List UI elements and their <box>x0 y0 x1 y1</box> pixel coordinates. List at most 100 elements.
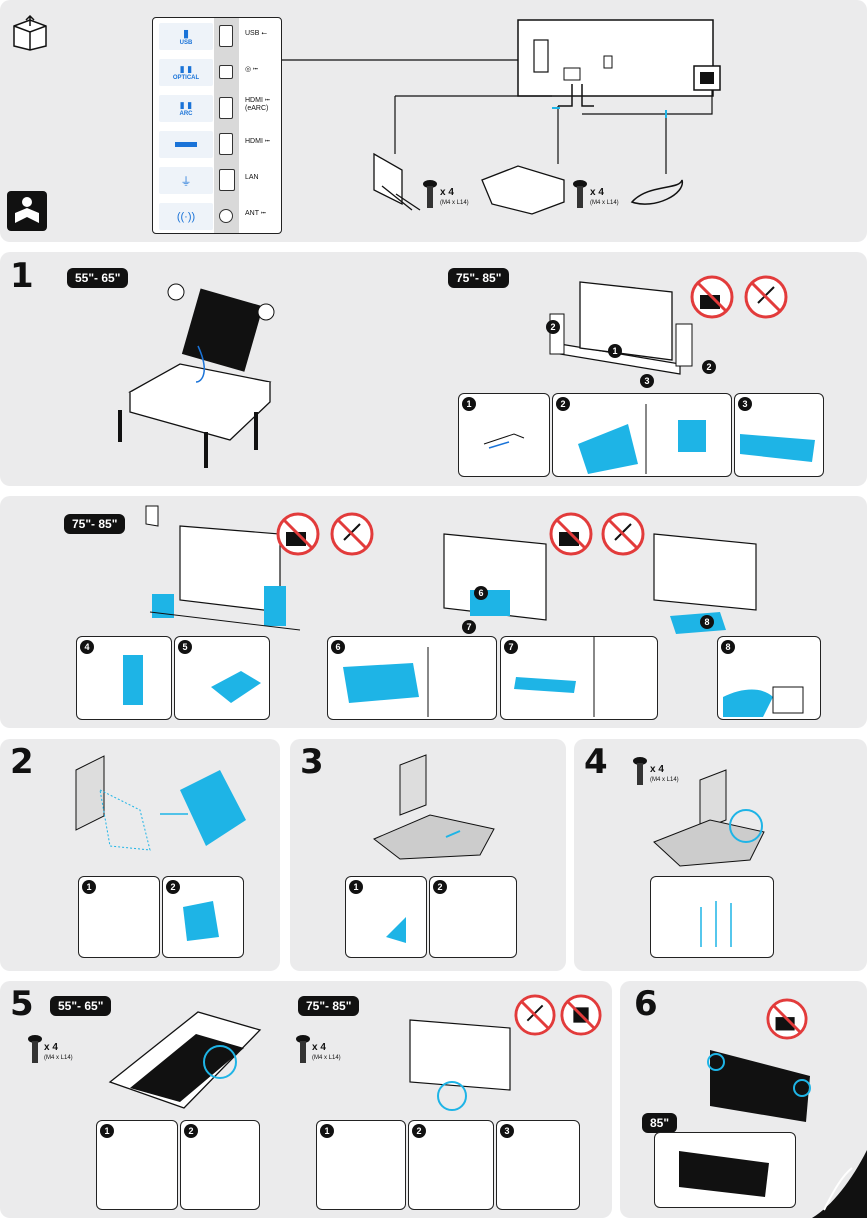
screw-count: x 4 <box>590 187 604 198</box>
screw-spec: (M4 x L14) <box>44 1055 73 1061</box>
no-press-screen-icon <box>601 512 645 556</box>
tv-stand-illustration <box>409 1019 511 1111</box>
tv-packaging-illustration <box>443 533 547 621</box>
no-press-screen-icon <box>514 994 556 1036</box>
screw-count: x 4 <box>312 1042 326 1053</box>
size-tag: 75"- 85" <box>298 996 360 1016</box>
size-tag: 75"- 85" <box>448 268 510 288</box>
no-lay-flat-icon <box>549 512 593 556</box>
step-number: 1 <box>10 256 34 296</box>
no-lift-wrong-icon <box>560 994 602 1036</box>
port-row-lan: ⏚ LAN <box>153 164 281 197</box>
callout-badge: 2 <box>556 397 570 411</box>
callout-badge: 2 <box>546 320 560 334</box>
tv-on-table-illustration <box>118 283 275 468</box>
callout-badge: 2 <box>166 880 180 894</box>
detail-box-step2-2 <box>162 876 244 958</box>
reading-manual-icon <box>7 191 47 231</box>
callout-badge: 3 <box>738 397 752 411</box>
size-tag: 55"- 65" <box>50 996 112 1016</box>
header-panel <box>0 0 867 242</box>
port-label: USB ⭠ <box>245 30 267 37</box>
usb-port-icon <box>219 25 233 47</box>
box-open-icon <box>13 14 47 51</box>
detail-box-2 <box>552 393 732 477</box>
screw-count: x 4 <box>650 764 664 775</box>
stand-screwed-illustration <box>653 769 765 867</box>
step-number: 5 <box>10 984 34 1024</box>
no-press-screen-icon <box>330 512 374 556</box>
port-row-hdmi-earc: ▮ ▮ARC HDMI ⭰ (eARC) <box>153 92 281 125</box>
no-lay-flat-icon <box>276 512 320 556</box>
packaging-removal-illustration <box>145 505 301 631</box>
lan-port-icon <box>219 169 235 191</box>
detail-box-step4 <box>650 876 774 958</box>
callout-badge: 6 <box>474 586 488 600</box>
optical-port-icon <box>219 65 233 79</box>
callout-badge: 2 <box>702 360 716 374</box>
callout-badge: 3 <box>500 1124 514 1138</box>
screw-icon <box>633 757 647 785</box>
callout-badge: 1 <box>462 397 476 411</box>
port-label: HDMI ⭰ <box>245 138 271 145</box>
callout-badge: 4 <box>80 640 94 654</box>
screw-spec: (M4 x L14) <box>312 1055 341 1061</box>
connection-diagram <box>282 19 721 215</box>
detail-box-7 <box>500 636 658 720</box>
port-row-hdmi: HDMI ⭰ <box>153 128 281 161</box>
screw-spec: (M4 x L14) <box>590 200 619 206</box>
detail-box-step6 <box>654 1132 796 1208</box>
callout-badge: 3 <box>640 374 654 388</box>
size-tag: 55"- 65" <box>67 268 129 288</box>
page-turn-icon <box>812 1150 867 1218</box>
tv-in-box-illustration <box>549 281 693 375</box>
port-caption: ARC <box>179 111 193 117</box>
callout-badge: 5 <box>178 640 192 654</box>
hdmi-port-icon <box>219 97 233 119</box>
step-number: 3 <box>300 742 324 782</box>
port-row-ant: ((·)) ANT ⭰ <box>153 200 281 233</box>
antenna-port-icon <box>219 209 233 223</box>
tv-face-down-illustration <box>108 1011 262 1109</box>
hdmi-port-icon <box>219 133 233 155</box>
port-label: ◎ ⭰ <box>245 66 259 73</box>
screw-icon <box>423 180 437 208</box>
callout-badge: 7 <box>504 640 518 654</box>
screw-spec: (M4 x L14) <box>650 777 679 783</box>
detail-box-6 <box>327 636 497 720</box>
step-number: 4 <box>584 742 608 782</box>
callout-badge: 6 <box>331 640 345 654</box>
port-caption: USB <box>179 40 193 46</box>
no-lay-flat-icon <box>766 998 808 1040</box>
detail-box-3 <box>734 393 824 477</box>
size-tag: 85" <box>642 1113 678 1133</box>
callout-badge: 2 <box>412 1124 426 1138</box>
callout-badge: 1 <box>608 344 622 358</box>
port-caption: OPTICAL <box>172 75 200 81</box>
callout-badge: 1 <box>82 880 96 894</box>
screw-count: x 4 <box>44 1042 58 1053</box>
port-label: LAN <box>245 174 259 181</box>
port-panel: ▮USB USB ⭠ ▮ ▮OPTICAL ◎ ⭰ ▮ ▮ARC HDMI ⭰ … <box>152 17 282 234</box>
size-tag: 75"- 85" <box>64 514 126 534</box>
tv-lift-illustration <box>707 1050 811 1122</box>
screw-count: x 4 <box>440 187 454 198</box>
callout-badge: 2 <box>433 880 447 894</box>
port-label: ANT ⭰ <box>245 210 267 217</box>
screw-icon <box>28 1035 42 1063</box>
port-label: HDMI ⭰ (eARC) <box>245 97 271 112</box>
callout-badge: 1 <box>320 1124 334 1138</box>
port-row-usb: ▮USB USB ⭠ <box>153 20 281 53</box>
screw-spec: (M4 x L14) <box>440 200 469 206</box>
callout-badge: 8 <box>700 615 714 629</box>
callout-badge: 1 <box>349 880 363 894</box>
no-press-screen-icon <box>744 275 788 319</box>
stand-base-illustration <box>373 754 495 860</box>
port-row-optical: ▮ ▮OPTICAL ◎ ⭰ <box>153 56 281 89</box>
step-number: 2 <box>10 742 34 782</box>
step-number: 6 <box>634 984 658 1024</box>
callout-badge: 1 <box>100 1124 114 1138</box>
callout-badge: 8 <box>721 640 735 654</box>
detail-box-8 <box>717 636 821 720</box>
screw-icon <box>296 1035 310 1063</box>
